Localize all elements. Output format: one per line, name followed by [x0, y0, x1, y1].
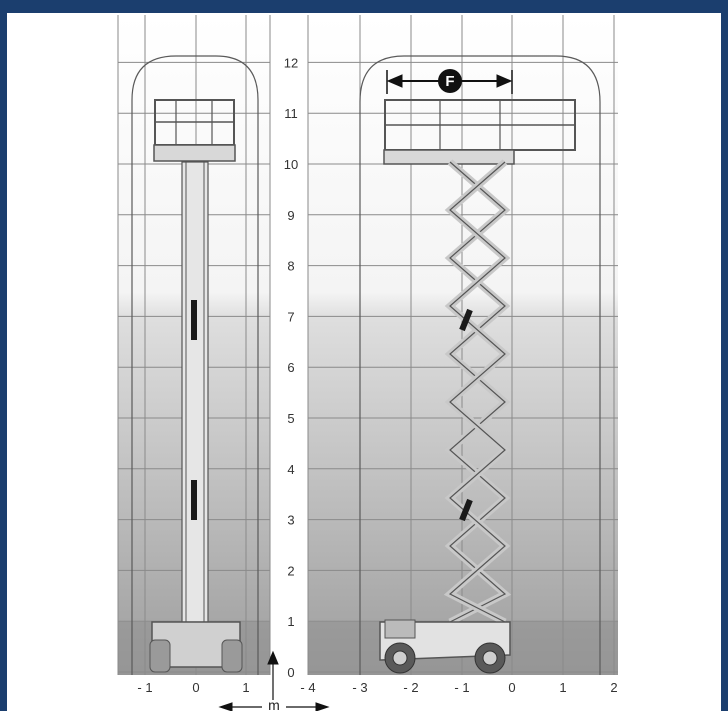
height-label: 12: [284, 55, 298, 70]
front-x-label: 0: [192, 680, 199, 695]
top-bar: [0, 0, 728, 13]
side-view-machine: [379, 99, 576, 674]
horizontal-unit-arrow: [218, 702, 330, 711]
frame-right-edge: [721, 13, 728, 711]
height-label: 2: [287, 563, 294, 578]
front-x-label: - 1: [137, 680, 152, 695]
side-x-label: - 3: [352, 680, 367, 695]
vertical-axis-arrow: [267, 650, 279, 700]
front-view-machine: [149, 99, 243, 673]
side-envelope-outline: [359, 55, 601, 675]
height-label: 8: [287, 259, 294, 274]
unit-label: m: [268, 697, 280, 711]
dimension-badge-circle: [438, 69, 462, 93]
height-label: 1: [287, 614, 294, 629]
height-label: 7: [287, 309, 294, 324]
height-label: 9: [287, 208, 294, 223]
side-x-label: 0: [508, 680, 515, 695]
side-x-label: - 1: [454, 680, 469, 695]
height-label: 5: [287, 411, 294, 426]
side-x-label: 2: [610, 680, 617, 695]
height-label: 4: [287, 462, 294, 477]
frame-left-edge: [0, 13, 7, 711]
height-label: 6: [287, 360, 294, 375]
side-x-label: 1: [559, 680, 566, 695]
front-x-label: 1: [242, 680, 249, 695]
front-envelope-outline: [131, 55, 259, 675]
dimension-badge-label: F: [445, 73, 454, 90]
side-x-label: - 2: [403, 680, 418, 695]
height-label: 0: [287, 665, 294, 680]
height-label: 10: [284, 157, 298, 172]
height-label: 3: [287, 513, 294, 528]
height-label: 11: [284, 106, 298, 121]
dimension-f-arrow: [386, 69, 513, 94]
side-x-label: - 4: [300, 680, 315, 695]
x-axis-labels: - 1 0 1 - 4 - 3 - 2 - 1 0 1 2: [137, 680, 617, 695]
